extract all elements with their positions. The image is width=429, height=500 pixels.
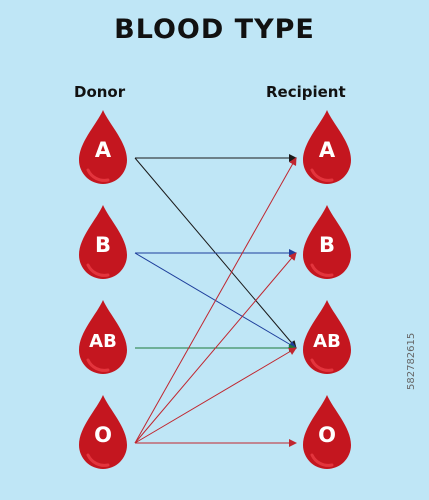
recipient-drop-a: A — [303, 110, 351, 184]
donor-column-heading: Donor — [74, 83, 126, 101]
donor-type-label: A — [95, 138, 112, 162]
recipient-type-label: B — [319, 233, 335, 257]
blood-drop-icon — [79, 110, 127, 184]
drop-highlight — [310, 263, 334, 277]
blood-drop-icon — [303, 205, 351, 279]
stock-watermark-id: 582782615 — [406, 332, 417, 390]
drop-highlight — [86, 453, 110, 467]
blood-drop-icon — [79, 205, 127, 279]
blood-drop-icon — [303, 110, 351, 184]
drop-highlight — [86, 358, 110, 372]
blood-drop-icon — [79, 300, 127, 374]
recipient-column-heading: Recipient — [266, 83, 346, 101]
blood-drop-icon — [303, 300, 351, 374]
recipient-drop-o: O — [303, 395, 351, 469]
blood-drop-icon — [79, 395, 127, 469]
recipient-type-label: AB — [313, 331, 341, 352]
donor-type-label: O — [94, 423, 112, 447]
diagram-title: BLOOD TYPE — [114, 14, 315, 45]
blood-drop-icon — [303, 395, 351, 469]
arrows-layer — [134, 154, 297, 447]
donor-drop-a: A — [79, 110, 127, 184]
arrow-o-to-a — [134, 157, 297, 444]
arrow-o-to-b — [134, 252, 297, 444]
drop-highlight — [310, 453, 334, 467]
arrow-o-to-ab — [134, 347, 297, 444]
recipient-drop-b: B — [303, 205, 351, 279]
recipient-drop-ab: AB — [303, 300, 351, 374]
donor-type-label: AB — [89, 331, 117, 352]
donor-drop-ab: AB — [79, 300, 127, 374]
drop-highlight — [310, 358, 334, 372]
drop-highlight — [86, 168, 110, 182]
recipient-type-label: A — [319, 138, 336, 162]
drop-highlight — [86, 263, 110, 277]
donor-drop-o: O — [79, 395, 127, 469]
donor-drop-b: B — [79, 205, 127, 279]
recipient-type-label: O — [318, 423, 336, 447]
donor-type-label: B — [95, 233, 111, 257]
drop-highlight — [310, 168, 334, 182]
